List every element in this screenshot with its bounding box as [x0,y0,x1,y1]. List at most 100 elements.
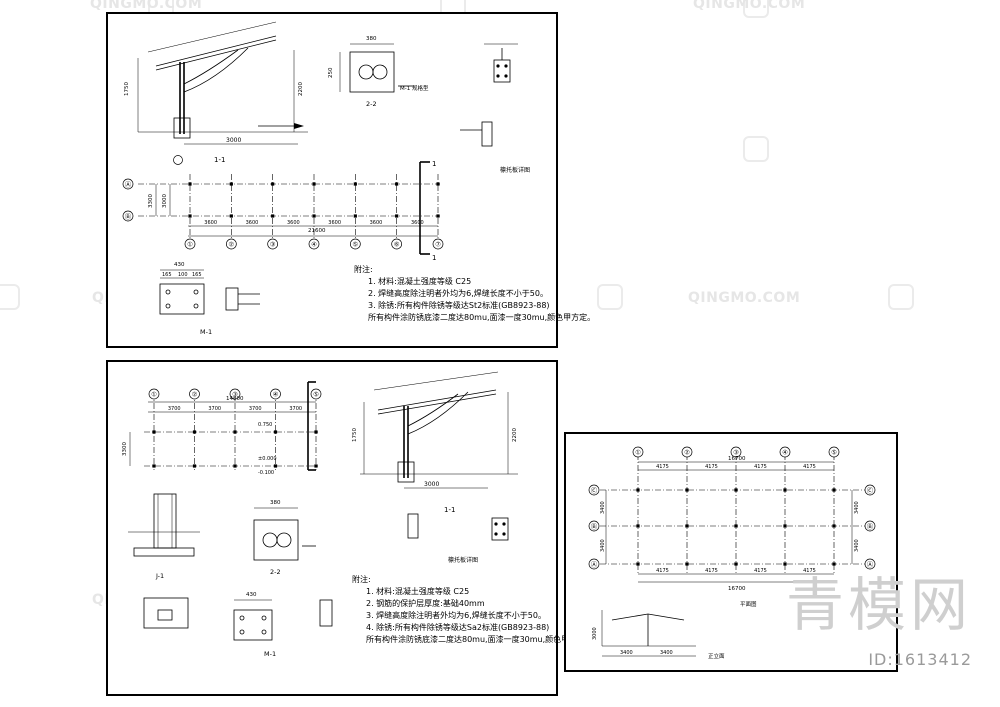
note-2: 2. 焊缝高度除注明者外均为6,焊缝长度不小于50。 [368,289,548,298]
span-dim: 3600 [287,220,300,226]
column-marker [152,430,156,434]
column-marker [636,524,640,528]
column-marker [685,562,689,566]
column-marker [685,488,689,492]
axis-bubble-1-circle [632,446,644,458]
axis-letter-1: Ⓒ [591,486,598,494]
column-marker [832,562,836,566]
span-dim: 3700 [168,406,181,412]
column-marker [229,214,233,218]
axis-bubble-6: ⑥ [394,240,400,248]
plan-dim-depth: 3300 [122,442,128,456]
axis-bubble-5: ⑤ [313,390,319,398]
axis-bubble-2-circle [225,238,237,250]
watermark-logo-icon [597,284,623,310]
section-dim-width: 380 [366,36,377,42]
span-dim: 4175 [656,464,669,470]
detail-title: 檩托板详图 [500,166,530,174]
elevation-dim-height: 1750 [124,82,130,96]
elevation-1-1 [360,371,518,489]
note-3: 3. 焊缝高度除注明者外均为6,焊缝长度不小于50。 [366,611,546,620]
elevation-title: 正立面 [708,652,725,660]
column-marker [192,464,197,468]
column-marker [192,430,197,434]
column-marker [233,464,237,468]
axis-bubble-1: ① [187,240,193,248]
level-top: 0.750 [258,422,272,428]
footing-title: J-1 [155,572,164,580]
plan-dim-depth-right-upper: 3400 [854,501,860,514]
watermark-logo-icon [743,136,769,162]
m1-title: M-1 [264,650,276,658]
watermark-text: QINGMO.COM [688,290,801,306]
axis-bubble-1-circle [148,388,160,400]
column-marker [312,182,316,186]
column-marker [271,182,275,186]
column-marker [152,464,156,468]
elevation-dim-height: 3000 [592,627,598,640]
column-marker [734,524,738,528]
plan-dim-depth-b: 3000 [162,194,168,208]
column-marker [188,182,192,186]
asset-id-label: ID:1613412 [868,650,972,669]
axis-bubble-3-circle [730,446,742,458]
note-4: 4. 除锈:所有构件除锈等级达Sa2标准(GB8923-88) [366,623,550,632]
axis-bubble-4: ④ [311,240,317,248]
column-marker [636,488,640,492]
elevation-title: 1-1 [444,506,455,514]
embedded-plate-m1 [233,599,333,641]
column-marker [229,182,233,186]
axis-bubble-5-circle [828,446,840,458]
watermark-logo-icon [0,284,20,310]
section-mark-bottom: 1 [432,254,436,262]
front-elevation [601,610,696,657]
m1-dim-left: 165 [162,272,172,278]
note-5: 所有构件涂防锈底漆二度达80mu,面漆一度30mu,颜色甲方定。 [366,635,594,644]
plan-dim-total-bottom: 16700 [728,586,746,592]
axis-bubble-5-circle [310,388,322,400]
note-3: 3. 除锈:所有构件除锈等级达St2标准(GB8923-88) [368,301,550,310]
span-dim: 3600 [411,220,424,226]
axis-bubble-1: ① [635,448,641,456]
axis-letter-3: Ⓐ [591,560,598,568]
column-marker [395,182,399,186]
axis-letter-2-circle [588,520,600,532]
axis-bubble-3: ③ [232,390,238,398]
column-marker [734,562,738,566]
m1-dim-right: 165 [192,272,202,278]
elevation-dim-right: 3400 [660,650,673,656]
column-marker [233,430,237,434]
axis-letter-2-circle [122,210,134,222]
span-dim: 3600 [370,220,383,226]
watermark-logo-icon [888,284,914,310]
column-marker [685,524,689,528]
column-marker [395,214,399,218]
column-marker [312,214,316,218]
notes-heading: 附注: [352,575,371,584]
axis-bubble-1-circle [184,238,196,250]
notes-heading: 附注: [354,265,373,274]
section-dim-width: 380 [270,500,281,506]
note-4: 所有构件涂防锈底漆二度达80mu,面漆一度30mu,颜色甲方定。 [368,313,596,322]
axis-bubble-3-circle [267,238,279,250]
span-dim: 3600 [246,220,259,226]
column-marker [636,562,640,566]
footing-j1 [128,493,200,629]
plan-dim-depth-right-lower: 3400 [854,539,860,552]
axis-bubble-6-circle [391,238,403,250]
section-reference: M-1 规格型 [400,84,429,92]
axis-letter-1-circle [122,178,134,190]
elevation-title: 1-1 [214,156,225,164]
level-low: -0.100 [258,470,274,476]
elevation-dim-total-height: 2200 [512,428,518,442]
elevation-dim-height: 1750 [352,428,358,442]
plan-dim-depth-upper: 3400 [600,501,606,514]
axis-letter-right-3: Ⓐ [867,560,874,568]
column-marker [353,182,357,186]
axis-letter-right-2-circle [864,520,876,532]
column-plan [138,161,440,255]
column-marker [734,488,738,492]
